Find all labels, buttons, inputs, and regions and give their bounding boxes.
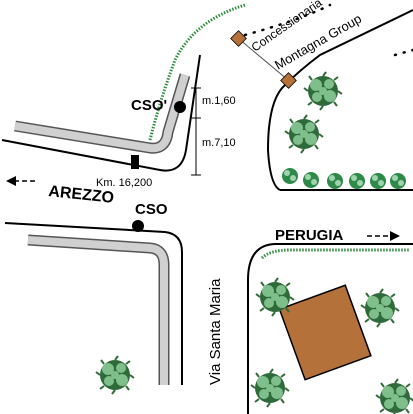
tree-icon	[303, 71, 343, 111]
building-icon	[278, 284, 372, 381]
road-edge-upper-right	[266, 9, 413, 191]
km-label: Km. 16,200	[96, 177, 152, 189]
left-arrow-icon	[6, 176, 38, 186]
lane-lower-left-border	[27, 234, 170, 385]
tree-icon	[370, 173, 386, 189]
dotted-boundary	[243, 3, 332, 37]
lane-lower-left	[27, 236, 168, 385]
cso-prime-label: CSO'	[131, 97, 167, 114]
km-marker	[131, 155, 139, 169]
street-label: Via Santa Maria	[207, 278, 224, 385]
measure-upper-label: m.1,60	[202, 95, 236, 107]
dealer-post-2	[280, 72, 297, 89]
hedge-upper	[148, 3, 246, 141]
road-edge-lower-left	[4, 222, 183, 385]
tree-icon	[375, 378, 413, 414]
tree-icon	[360, 288, 400, 328]
dealer-connector	[238, 38, 289, 81]
perugia-label: PERUGIA	[275, 227, 344, 244]
tree-icon	[95, 355, 135, 395]
tree-icon	[255, 277, 295, 317]
lane-upper-left	[14, 73, 189, 153]
tree-icon	[390, 173, 406, 189]
tree-icon	[284, 114, 324, 154]
dealer-post-1	[230, 30, 247, 47]
tree-icon	[250, 368, 290, 408]
tree-icon	[303, 172, 319, 188]
dotted-boundary-2	[393, 48, 413, 57]
cso-label: CSO	[135, 201, 168, 218]
tree-icon	[349, 173, 365, 189]
road-edge-upper-left	[1, 54, 201, 172]
measure-lines	[191, 87, 201, 176]
tree-icon	[282, 168, 298, 184]
right-arrow-icon	[367, 231, 400, 241]
measure-lower-label: m.7,10	[202, 137, 236, 149]
cso-dot	[132, 220, 144, 232]
cso-prime-dot	[174, 101, 186, 113]
hedge-lower	[260, 248, 410, 260]
road-edge-lower-right	[247, 243, 413, 414]
tree-icon	[327, 173, 343, 189]
arezzo-label: AREZZO	[48, 183, 115, 207]
